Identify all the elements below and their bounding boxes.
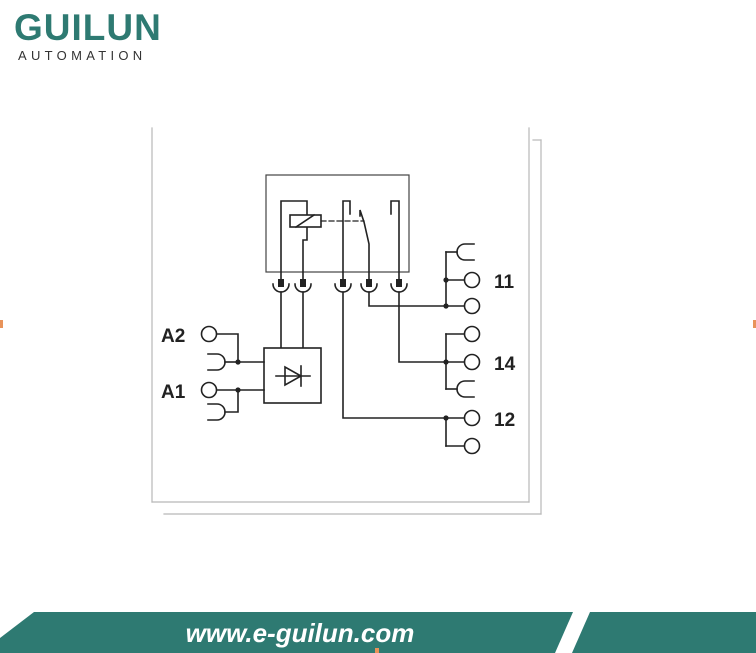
enclosure-frame [151, 127, 542, 515]
label-11: 11 [494, 272, 515, 293]
terminal-group-12 [443, 409, 481, 455]
relay-coil [280, 200, 322, 285]
footer-banner-side [572, 612, 756, 653]
coil-input-wiring [200, 325, 265, 421]
terminal-group-14 [443, 325, 481, 398]
footer-banner-main [0, 612, 573, 653]
brand-tagline: AUTOMATION [18, 48, 147, 63]
label-14: 14 [494, 354, 516, 375]
label-a2: A2 [161, 326, 185, 347]
footer-accent-mark [375, 648, 379, 653]
relay-housing [265, 174, 410, 273]
footer-url[interactable]: www.e-guilun.com [186, 618, 415, 648]
label-a1: A1 [161, 382, 186, 403]
changeover-contact [342, 200, 400, 285]
edge-tick-right [753, 320, 756, 328]
output-wiring [342, 291, 447, 419]
brand-name: GUILUN [14, 7, 162, 48]
terminal-group-11 [443, 243, 481, 315]
brand-logo: GUILUN AUTOMATION [14, 7, 162, 64]
edge-tick-left [0, 320, 3, 328]
rectifier-block [263, 291, 322, 404]
label-12: 12 [494, 410, 515, 431]
